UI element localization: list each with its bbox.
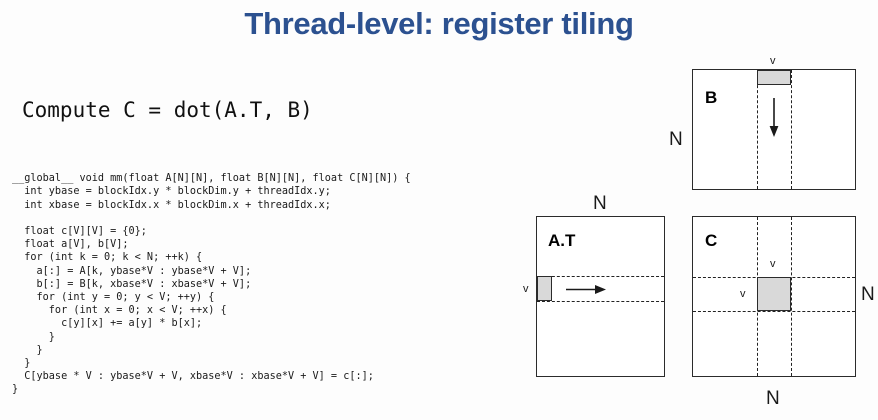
matrix-at-dash-top bbox=[537, 276, 664, 277]
matrix-c-dash-bottom bbox=[693, 311, 855, 312]
matrix-b-dash-right bbox=[791, 70, 792, 189]
matrix-c-right-dim: N bbox=[861, 284, 875, 305]
matrix-at-name: A.T bbox=[548, 231, 576, 250]
matrix-at-dash-bottom bbox=[537, 301, 664, 302]
matrix-b-arrow-down bbox=[769, 98, 779, 137]
matrix-c-tile bbox=[757, 277, 791, 311]
matrix-b-tile-dim: v bbox=[770, 55, 776, 67]
matrix-c-tile-dim-left: v bbox=[740, 288, 746, 300]
matrix-b-tile bbox=[757, 70, 791, 85]
matrix-c-bottom-dim: N bbox=[766, 388, 780, 409]
matrix-b-dash-left bbox=[757, 70, 758, 189]
matrix-c-dash-right bbox=[791, 217, 792, 376]
matrix-at-box bbox=[536, 216, 665, 377]
matrix-c-tile-dim-top: v bbox=[770, 258, 776, 270]
matrix-b-name: B bbox=[705, 88, 718, 107]
matrix-at-arrow-right bbox=[566, 285, 606, 294]
page-title: Thread-level: register tiling bbox=[244, 6, 634, 41]
compute-heading: Compute C = dot(A.T, B) bbox=[22, 98, 313, 122]
matrix-at-col-dim: N bbox=[593, 193, 607, 214]
matrix-at-tile-dim: v bbox=[523, 283, 529, 295]
code-block: __global__ void mm(float A[N][N], float … bbox=[12, 173, 411, 396]
matrix-at-tile bbox=[537, 276, 552, 301]
matrix-b-row-dim: N bbox=[669, 129, 683, 150]
matrix-c-name: C bbox=[705, 231, 718, 250]
